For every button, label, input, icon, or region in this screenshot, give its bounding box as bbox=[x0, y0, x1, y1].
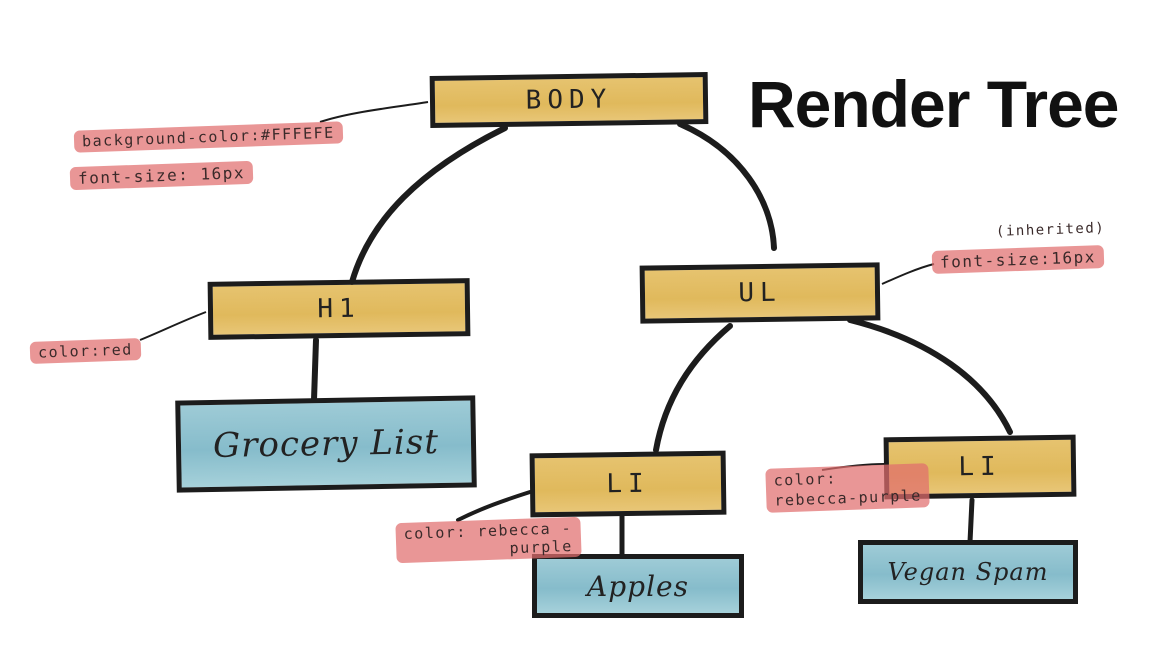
node-text-grocery: Grocery List bbox=[175, 395, 477, 493]
node-text-vegan: Vegan Spam bbox=[858, 540, 1078, 604]
leader-h1-style bbox=[139, 311, 207, 341]
edge-ul-li-left bbox=[653, 323, 733, 453]
node-text-apples-label: Apples bbox=[587, 569, 689, 603]
node-li-left-label: LI bbox=[606, 468, 650, 500]
node-ul-label: UL bbox=[738, 277, 782, 309]
node-ul: UL bbox=[639, 262, 881, 324]
edge-h1-grocery bbox=[311, 337, 319, 403]
edge-body-h1 bbox=[349, 125, 508, 285]
node-text-apples: Apples bbox=[532, 554, 744, 618]
diagram-title: Render Tree bbox=[748, 67, 1119, 141]
leader-li-left-style bbox=[456, 490, 532, 522]
node-body-label: BODY bbox=[525, 84, 613, 116]
leader-body-styles bbox=[319, 101, 429, 123]
node-text-grocery-label: Grocery List bbox=[212, 422, 440, 466]
edge-li-right-vegan bbox=[967, 497, 975, 545]
leader-ul-style bbox=[881, 263, 935, 285]
node-body: BODY bbox=[429, 72, 709, 128]
style-li-left-color: color: rebecca - purple bbox=[395, 516, 582, 564]
node-li-right-label: LI bbox=[958, 451, 1002, 483]
node-text-vegan-label: Vegan Spam bbox=[887, 558, 1049, 586]
style-li-right-color-line2: rebecca-purple bbox=[774, 486, 923, 510]
edge-body-ul bbox=[677, 121, 777, 251]
node-li-left: LI bbox=[529, 450, 727, 518]
node-h1-label: H1 bbox=[317, 293, 361, 325]
edge-ul-li-right bbox=[847, 317, 1013, 435]
node-h1: H1 bbox=[207, 278, 471, 340]
style-h1-color: color:red bbox=[29, 338, 142, 364]
style-li-right-color: color: rebecca-purple bbox=[765, 463, 931, 513]
